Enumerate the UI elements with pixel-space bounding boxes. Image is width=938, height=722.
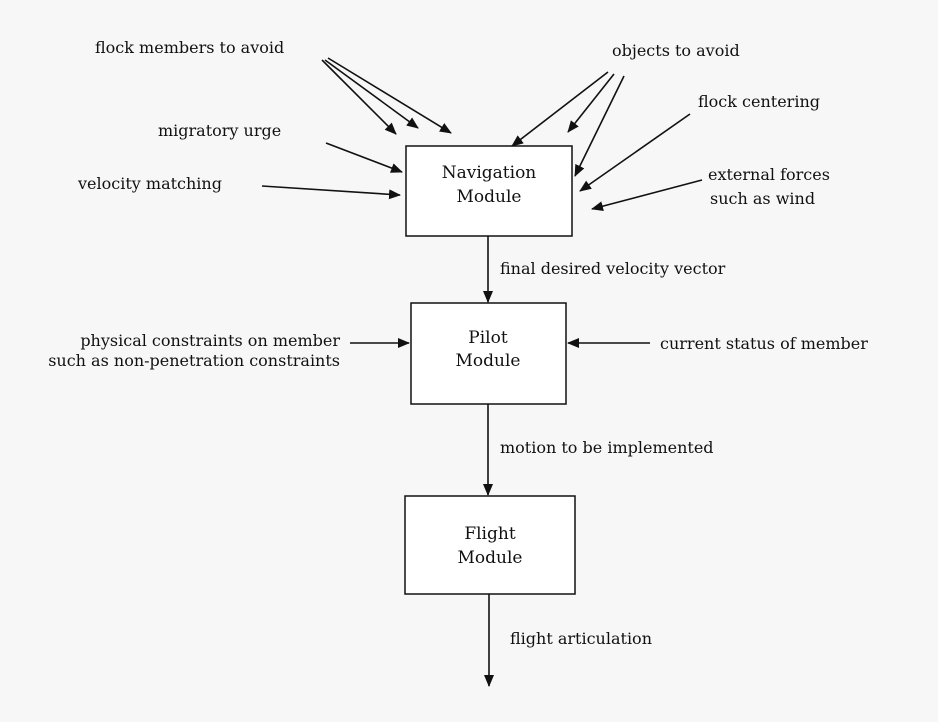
label-flock-centering: flock centering bbox=[698, 92, 820, 111]
navigation-module-subtitle: Module bbox=[457, 187, 522, 207]
pilot-module-box bbox=[410, 302, 567, 405]
label-current-status: current status of member bbox=[660, 334, 868, 353]
flight-module-subtitle: Module bbox=[458, 548, 523, 568]
arrow-flock-members-1 bbox=[321, 59, 397, 135]
arrow-objects-3 bbox=[574, 75, 625, 177]
navigation-module-title: Navigation bbox=[442, 163, 537, 183]
pilot-module-subtitle: Module bbox=[456, 351, 521, 371]
label-physical-constraints-line1: physical constraints on member bbox=[80, 331, 340, 350]
arrow-velocity-matching bbox=[261, 185, 401, 200]
label-velocity-matching: velocity matching bbox=[77, 174, 222, 193]
label-physical-constraints-line2: such as non-penetration constraints bbox=[48, 351, 340, 370]
pilot-module-title: Pilot bbox=[468, 328, 508, 348]
arrow-objects-1 bbox=[511, 71, 609, 147]
label-migratory-urge: migratory urge bbox=[158, 121, 281, 140]
label-flight-articulation: flight articulation bbox=[510, 629, 652, 648]
arrow-external-forces bbox=[591, 179, 703, 212]
arrow-migratory-urge bbox=[325, 142, 403, 173]
label-flock-members-to-avoid: flock members to avoid bbox=[95, 38, 284, 57]
label-external-forces-line2: such as wind bbox=[710, 189, 815, 208]
label-final-desired-velocity: final desired velocity vector bbox=[500, 259, 726, 278]
arrow-flock-members-3 bbox=[327, 57, 452, 134]
label-objects-to-avoid: objects to avoid bbox=[612, 41, 740, 60]
flight-module-title: Flight bbox=[464, 524, 516, 544]
label-motion-to-be-implemented: motion to be implemented bbox=[500, 438, 714, 457]
label-external-forces-line1: external forces bbox=[708, 165, 830, 184]
navigation-module-box bbox=[405, 145, 573, 237]
arrow-flock-centering bbox=[579, 113, 691, 192]
arrow-objects-2 bbox=[567, 73, 615, 133]
flight-module-box bbox=[404, 495, 576, 595]
arrow-flock-members-2 bbox=[324, 59, 419, 129]
